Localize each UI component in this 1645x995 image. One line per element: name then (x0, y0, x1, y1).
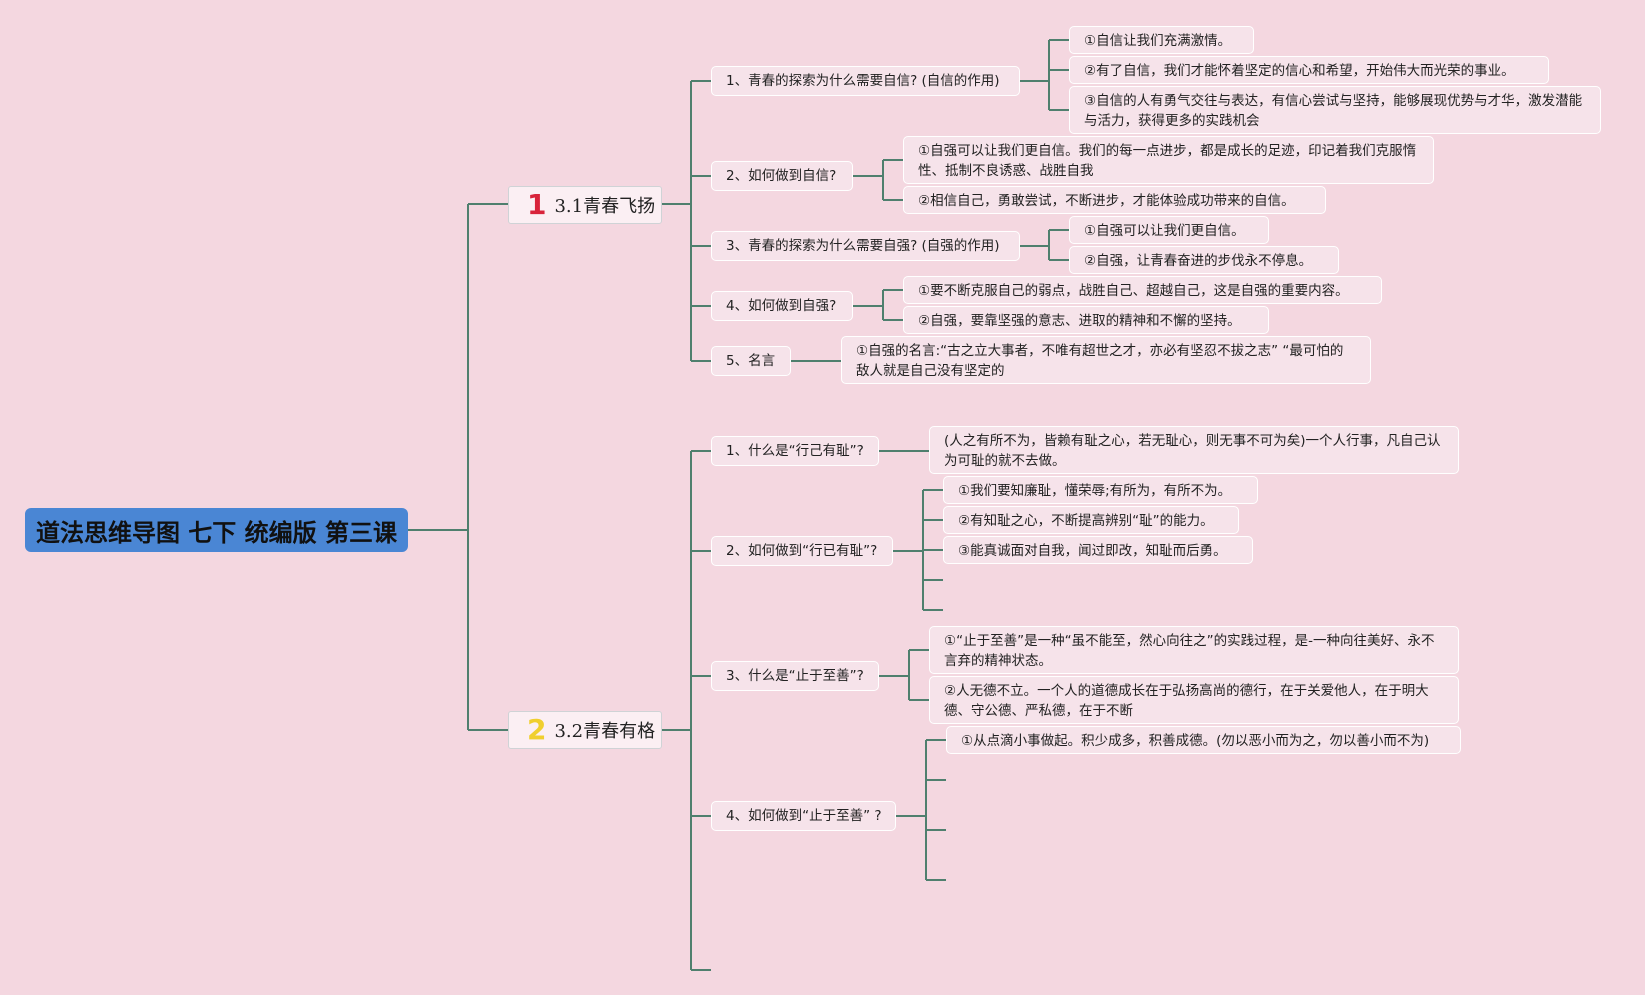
answer-node[interactable]: ②自强，让青春奋进的步伐永不停息。 (1069, 246, 1339, 274)
answer-text: ①自强可以让我们更自信。我们的每一点进步，都是成长的足迹，印记着我们克服惰性、抵… (918, 143, 1417, 179)
question-label: 3、青春的探索为什么需要自强? (自强的作用) (726, 238, 1000, 254)
answer-node[interactable]: ①要不断克服自己的弱点，战胜自己、超越自己，这是自强的重要内容。 (903, 276, 1382, 304)
question-node[interactable]: 4、如何做到自强? (711, 291, 853, 321)
answer-node[interactable]: ①我们要知廉耻，懂荣辱;有所为，有所不为。 (943, 476, 1258, 504)
question-node[interactable]: 3、什么是“止于至善”? (711, 661, 879, 691)
answer-text: ③能真诚面对自我，闻过即改，知耻而后勇。 (958, 543, 1227, 559)
question-label: 3、什么是“止于至善”? (726, 668, 864, 684)
answer-node[interactable]: ②有知耻之心，不断提高辨别“耻”的能力。 (943, 506, 1239, 534)
answer-node[interactable]: ①自强可以让我们更自信。我们的每一点进步，都是成长的足迹，印记着我们克服惰性、抵… (903, 136, 1434, 184)
question-node[interactable]: 2、如何做到“行已有耻”? (711, 536, 893, 566)
question-node[interactable]: 4、如何做到“止于至善” ? (711, 801, 896, 831)
branch-label: 3.2青春有格 (554, 721, 656, 742)
answer-text: ①“止于至善”是一种“虽不能至，然心向往之”的实践过程，是-一种向往美好、永不言… (944, 633, 1435, 669)
answer-text: ②人无德不立。一个人的道德成长在于弘扬高尚的德行，在于关爱他人，在于明大德、守公… (944, 683, 1429, 719)
question-label: 1、青春的探索为什么需要自信? (自信的作用) (726, 73, 1000, 89)
answer-text: ①自信让我们充满激情。 (1084, 33, 1232, 49)
question-label: 5、名言 (726, 353, 776, 369)
answer-node[interactable]: ②相信自己，勇敢尝试，不断进步，才能体验成功带来的自信。 (903, 186, 1326, 214)
question-label: 2、如何做到自信? (726, 168, 837, 184)
question-label: 4、如何做到自强? (726, 298, 837, 314)
question-node[interactable]: 2、如何做到自信? (711, 161, 853, 191)
answer-text: ②自强，要靠坚强的意志、进取的精神和不懈的坚持。 (918, 313, 1241, 329)
question-node[interactable]: 3、青春的探索为什么需要自强? (自强的作用) (711, 231, 1020, 261)
answer-text: ①要不断克服自己的弱点，战胜自己、超越自己，这是自强的重要内容。 (918, 283, 1349, 299)
answer-node[interactable]: ①自强的名言:“古之立大事者，不唯有超世之才，亦必有坚忍不拔之志” “最可怕的敌… (841, 336, 1371, 384)
branch-number-1: 1 (527, 188, 547, 221)
question-label: 1、什么是“行己有耻”? (726, 443, 864, 459)
answer-node[interactable]: ③自信的人有勇气交往与表达，有信心尝试与坚持，能够展现优势与才华，激发潜能与活力… (1069, 86, 1601, 134)
answer-node[interactable]: ①自信让我们充满激情。 (1069, 26, 1254, 54)
answer-text: ①从点滴小事做起。积少成多，积善成德。(勿以恶小而为之，勿以善小而不为) (961, 733, 1430, 749)
root-title: 道法思维导图 七下 统编版 第三课 (35, 518, 398, 547)
question-node[interactable]: 1、什么是“行己有耻”? (711, 436, 879, 466)
answer-node[interactable]: ③能真诚面对自我，闻过即改，知耻而后勇。 (943, 536, 1253, 564)
answer-node[interactable]: ②人无德不立。一个人的道德成长在于弘扬高尚的德行，在于关爱他人，在于明大德、守公… (929, 676, 1459, 724)
answer-text: ②有了自信，我们才能怀着坚定的信心和希望，开始伟大而光荣的事业。 (1084, 63, 1515, 79)
root-node[interactable]: 道法思维导图 七下 统编版 第三课 (25, 508, 408, 552)
answer-text: ②相信自己，勇敢尝试，不断进步，才能体验成功带来的自信。 (918, 193, 1295, 209)
answer-text: ①我们要知廉耻，懂荣辱;有所为，有所不为。 (958, 483, 1232, 499)
branch-3-1[interactable]: 1 3.1青春飞扬 (508, 186, 662, 224)
question-label: 4、如何做到“止于至善” ? (726, 808, 882, 824)
answer-text: ②自强，让青春奋进的步伐永不停息。 (1084, 253, 1313, 269)
answer-node[interactable]: (人之有所不为，皆赖有耻之心，若无耻心，则无事不可为矣)一个人行事，凡自己认为可… (929, 426, 1459, 474)
answer-node[interactable]: ②自强，要靠坚强的意志、进取的精神和不懈的坚持。 (903, 306, 1269, 334)
answer-node[interactable]: ①从点滴小事做起。积少成多，积善成德。(勿以恶小而为之，勿以善小而不为) (946, 726, 1461, 754)
branch-number-2: 2 (527, 713, 547, 746)
answer-node[interactable]: ②有了自信，我们才能怀着坚定的信心和希望，开始伟大而光荣的事业。 (1069, 56, 1549, 84)
branch-label: 3.1青春飞扬 (554, 196, 656, 217)
answer-text: ③自信的人有勇气交往与表达，有信心尝试与坚持，能够展现优势与才华，激发潜能与活力… (1084, 93, 1583, 129)
answer-text: ①自强可以让我们更自信。 (1084, 223, 1245, 239)
answer-node[interactable]: ①自强可以让我们更自信。 (1069, 216, 1269, 244)
answer-text: (人之有所不为，皆赖有耻之心，若无耻心，则无事不可为矣)一个人行事，凡自己认为可… (944, 433, 1441, 469)
answer-text: ②有知耻之心，不断提高辨别“耻”的能力。 (958, 513, 1214, 529)
answer-text: ①自强的名言:“古之立大事者，不唯有超世之才，亦必有坚忍不拔之志” “最可怕的敌… (856, 343, 1344, 379)
question-node[interactable]: 1、青春的探索为什么需要自信? (自信的作用) (711, 66, 1020, 96)
branch-3-2[interactable]: 2 3.2青春有格 (508, 711, 662, 749)
answer-node[interactable]: ①“止于至善”是一种“虽不能至，然心向往之”的实践过程，是-一种向往美好、永不言… (929, 626, 1459, 674)
question-node[interactable]: 5、名言 (711, 346, 791, 376)
question-label: 2、如何做到“行已有耻”? (726, 543, 878, 559)
